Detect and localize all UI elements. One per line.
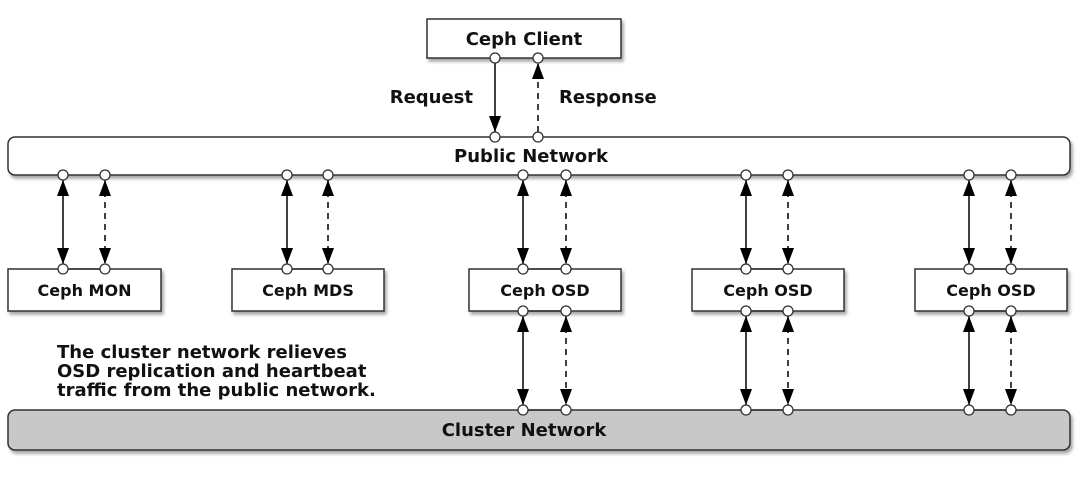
arrow-up-icon — [517, 180, 529, 196]
arrow-down-icon — [963, 389, 975, 405]
arrow-down-icon — [782, 248, 794, 264]
port-connector — [740, 305, 752, 317]
node-label: Ceph MON — [38, 281, 132, 300]
node-box-ceph-osd: Ceph OSD — [468, 268, 622, 312]
node-box-ceph-mds: Ceph MDS — [231, 268, 385, 312]
arrow-up-icon — [560, 180, 572, 196]
arrow-up-icon — [532, 63, 544, 79]
arrow-down-icon — [963, 248, 975, 264]
node-box-ceph-osd: Ceph OSD — [914, 268, 1068, 312]
node-label: Ceph OSD — [946, 281, 1035, 300]
port-connector — [322, 263, 334, 275]
arrow-up-icon — [740, 316, 752, 332]
node-box-ceph-mon: Ceph MON — [7, 268, 162, 312]
port-connector — [99, 263, 111, 275]
port-connector — [560, 305, 572, 317]
arrow-down-icon — [281, 248, 293, 264]
arrow-up-icon — [1005, 316, 1017, 332]
port-connector — [57, 263, 69, 275]
cluster-network-bar: Cluster Network — [7, 409, 1071, 451]
public-network-bar: Public Network — [7, 136, 1071, 176]
arrow-up-icon — [517, 316, 529, 332]
arrow-up-icon — [560, 316, 572, 332]
arrow-down-icon — [740, 389, 752, 405]
arrow-down-icon — [740, 248, 752, 264]
node-label: Ceph OSD — [723, 281, 812, 300]
arrow-up-icon — [57, 180, 69, 196]
port-connector — [1005, 305, 1017, 317]
port-connector — [489, 52, 501, 64]
port-connector — [489, 131, 501, 143]
arrow-up-icon — [740, 180, 752, 196]
port-connector — [517, 263, 529, 275]
port-connector — [782, 305, 794, 317]
port-connector — [782, 169, 794, 181]
port-connector — [517, 305, 529, 317]
arrow-down-icon — [1005, 248, 1017, 264]
port-connector — [1005, 263, 1017, 275]
note-line: The cluster network relieves — [57, 342, 347, 363]
response-label: Response — [559, 87, 657, 108]
arrow-down-icon — [560, 389, 572, 405]
node-label: Ceph OSD — [500, 281, 589, 300]
cluster-note: The cluster network relieves OSD replica… — [57, 342, 376, 401]
port-connector — [57, 169, 69, 181]
port-connector — [963, 404, 975, 416]
arrow-up-icon — [963, 180, 975, 196]
port-connector — [560, 169, 572, 181]
arrow-up-icon — [281, 180, 293, 196]
port-connector — [963, 305, 975, 317]
port-connector — [740, 169, 752, 181]
note-line: traffic from the public network. — [57, 380, 376, 401]
port-connector — [322, 169, 334, 181]
port-connector — [560, 404, 572, 416]
arrow-down-icon — [517, 389, 529, 405]
ceph-client-label: Ceph Client — [466, 29, 583, 50]
cluster-network-label: Cluster Network — [442, 420, 608, 441]
ceph-client-box: Ceph Client — [426, 18, 622, 59]
arrow-up-icon — [782, 180, 794, 196]
port-connector — [517, 404, 529, 416]
node-label: Ceph MDS — [262, 281, 354, 300]
port-connector — [99, 169, 111, 181]
port-connector — [532, 52, 544, 64]
port-connector — [740, 263, 752, 275]
port-connector — [963, 263, 975, 275]
arrow-up-icon — [963, 316, 975, 332]
arrow-down-icon — [99, 248, 111, 264]
public-network-label: Public Network — [454, 146, 609, 167]
node-box-ceph-osd: Ceph OSD — [691, 268, 845, 312]
note-line: OSD replication and heartbeat — [57, 361, 367, 382]
port-connector — [281, 169, 293, 181]
arrow-down-icon — [322, 248, 334, 264]
arrow-down-icon — [782, 389, 794, 405]
arrow-down-icon — [489, 116, 501, 132]
arrow-down-icon — [517, 248, 529, 264]
arrow-down-icon — [560, 248, 572, 264]
port-connector — [560, 263, 572, 275]
arrow-down-icon — [57, 248, 69, 264]
port-connector — [281, 263, 293, 275]
request-label: Request — [390, 87, 474, 108]
arrow-up-icon — [1005, 180, 1017, 196]
port-connector — [532, 131, 544, 143]
port-connector — [1005, 404, 1017, 416]
arrow-up-icon — [782, 316, 794, 332]
port-connector — [782, 404, 794, 416]
port-connector — [517, 169, 529, 181]
port-connector — [740, 404, 752, 416]
arrow-up-icon — [99, 180, 111, 196]
port-connector — [963, 169, 975, 181]
arrow-up-icon — [322, 180, 334, 196]
port-connector — [1005, 169, 1017, 181]
port-connector — [782, 263, 794, 275]
arrow-down-icon — [1005, 389, 1017, 405]
